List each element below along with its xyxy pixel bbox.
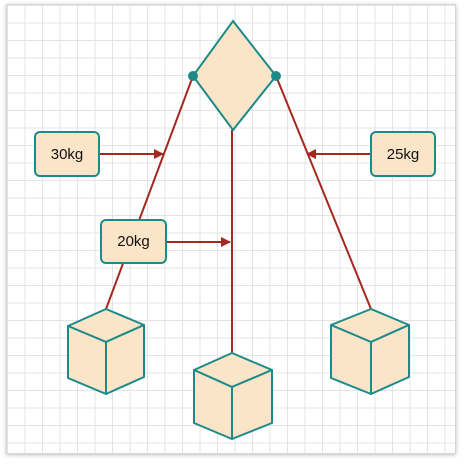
force-label-right: 25kg [370, 131, 436, 177]
diagram-svg [67, 19, 410, 440]
cube-icon [330, 308, 410, 395]
force-label-middle: 20kg [100, 219, 167, 264]
pivot-point-left [188, 71, 198, 81]
rope-right [275, 75, 372, 310]
rope-left [105, 75, 194, 310]
cube-icon [67, 308, 145, 395]
force-label-left: 30kg [34, 131, 100, 177]
pivot-point-right [271, 71, 281, 81]
diamond-icon [191, 19, 278, 132]
cube-icon [193, 352, 273, 440]
diagram-canvas: 30kg 25kg 20kg [6, 4, 456, 454]
